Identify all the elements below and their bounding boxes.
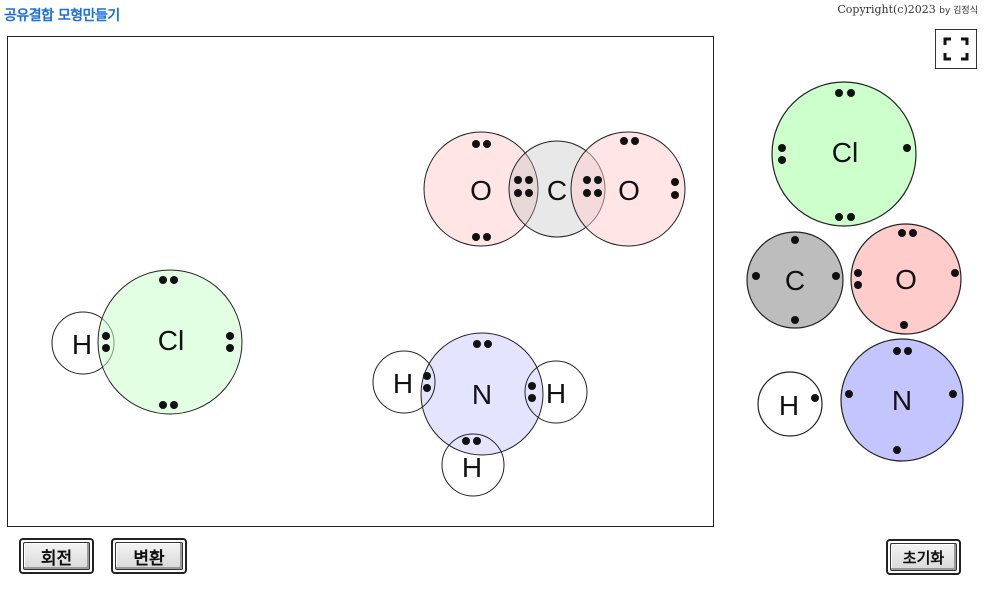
author-credit: by 김정식 (939, 6, 978, 16)
electron-dots (752, 236, 840, 324)
fullscreen-button[interactable] (935, 29, 977, 69)
oxygen-symbol-left: O (470, 175, 492, 206)
palette-hydrogen[interactable]: H (757, 371, 823, 437)
copyright-text: Copyright(c)2023 (837, 3, 936, 16)
nitrogen-symbol: N (892, 385, 912, 416)
oxygen-atom-left[interactable] (423, 131, 539, 247)
hydrogen-atom[interactable] (757, 371, 823, 437)
oxygen-symbol: O (895, 264, 917, 295)
carbon-atom[interactable] (746, 231, 844, 329)
palette-carbon[interactable]: C (746, 231, 844, 329)
rotate-button[interactable]: 회전 (19, 538, 94, 574)
carbon-symbol-center: C (547, 175, 567, 206)
reset-button[interactable]: 초기화 (886, 539, 961, 575)
hydrogen-symbol: H (779, 390, 799, 421)
electron-dots (472, 137, 679, 241)
reset-button-label: 초기화 (890, 543, 957, 571)
model-canvas[interactable]: O C O H Cl (7, 36, 714, 527)
convert-button[interactable]: 변환 (111, 538, 187, 574)
palette-chlorine[interactable]: Cl (771, 81, 917, 227)
nitrogen-atom[interactable] (840, 338, 964, 462)
hydrogen-symbol-right: H (546, 378, 566, 409)
chlorine-atom[interactable] (771, 81, 917, 227)
app-title: 공유결합 모형만들기 (4, 8, 120, 24)
oxygen-atom-right[interactable] (570, 131, 686, 247)
hydrogen-symbol: H (72, 329, 92, 360)
hydrogen-symbol-left: H (393, 368, 413, 399)
co2-molecule[interactable]: O C O (423, 131, 686, 247)
electron-dots (845, 347, 957, 454)
electron-dots (423, 340, 536, 445)
hydrogen-atom-left[interactable] (372, 350, 436, 414)
canvas-drawing: O C O H Cl (51, 131, 686, 497)
hcl-molecule[interactable]: H Cl (51, 269, 243, 415)
oxygen-atom[interactable] (850, 223, 962, 335)
oxygen-symbol-right: O (618, 175, 640, 206)
chlorine-symbol: Cl (832, 137, 858, 168)
electron-dot (811, 394, 819, 402)
carbon-symbol: C (785, 265, 805, 296)
chlorine-atom[interactable] (97, 269, 243, 415)
palette-oxygen[interactable]: O (850, 223, 962, 335)
hydrogen-symbol-bottom: H (462, 452, 482, 483)
hydrogen-atom-bottom[interactable] (441, 433, 505, 497)
palette-nitrogen[interactable]: N (840, 338, 964, 462)
chlorine-symbol: Cl (158, 325, 184, 356)
electron-dots (778, 89, 911, 221)
convert-button-label: 변환 (115, 542, 183, 570)
copyright-notice: Copyright(c)2023 by 김정식 (837, 3, 978, 16)
nitrogen-symbol: N (472, 379, 492, 410)
hydrogen-atom-right[interactable] (524, 360, 588, 424)
rotate-button-label: 회전 (23, 542, 90, 570)
electron-dots (854, 229, 959, 329)
nh3-molecule[interactable]: N H H H (372, 332, 588, 497)
nitrogen-atom[interactable] (420, 332, 544, 456)
electron-dots (102, 276, 234, 409)
fullscreen-icon (943, 37, 969, 61)
